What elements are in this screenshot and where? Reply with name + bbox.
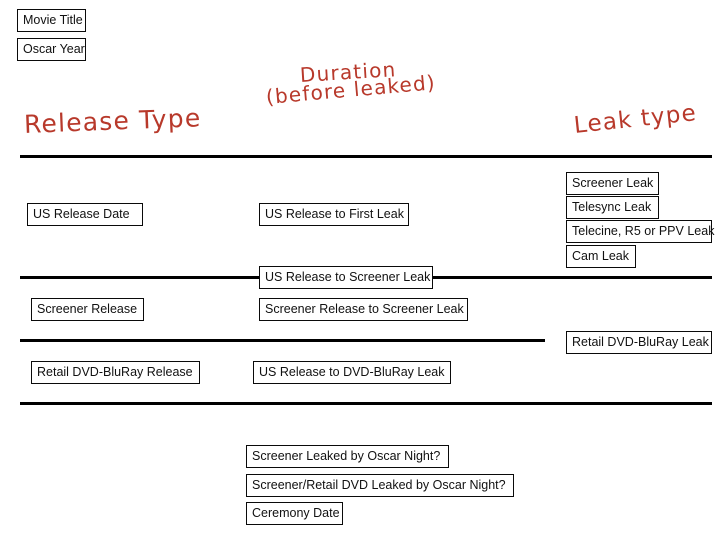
field-us-release-to-screener-leak[interactable]: US Release to Screener Leak [259, 266, 433, 289]
field-ceremony-date[interactable]: Ceremony Date [246, 502, 343, 525]
field-retail-dvd-bluray-release[interactable]: Retail DVD-BluRay Release [31, 361, 200, 384]
field-telecine-r5-ppv-leak[interactable]: Telecine, R5 or PPV Leak [566, 220, 714, 243]
field-retail-dvd-bluray-leak[interactable]: Retail DVD-BluRay Leak [566, 331, 712, 354]
divider-1 [20, 155, 712, 158]
field-screener-leaked-by-oscar-night[interactable]: Screener Leaked by Oscar Night? [246, 445, 449, 468]
field-oscar-year[interactable]: Oscar Year [17, 38, 86, 61]
field-us-release-to-first-leak[interactable]: US Release to First Leak [259, 203, 409, 226]
field-screener-leak[interactable]: Screener Leak [566, 172, 659, 195]
annotation-release-type: Release Type [23, 103, 202, 139]
field-cam-leak[interactable]: Cam Leak [566, 245, 636, 268]
field-us-release-to-dvd-bluray-leak[interactable]: US Release to DVD-BluRay Leak [253, 361, 451, 384]
annotation-leak-type: Leak type [572, 100, 699, 139]
field-telesync-leak[interactable]: Telesync Leak [566, 196, 659, 219]
field-screener-retail-dvd-leaked-by-oscar-night[interactable]: Screener/Retail DVD Leaked by Oscar Nigh… [246, 474, 514, 497]
field-us-release-date[interactable]: US Release Date [27, 203, 143, 226]
field-movie-title[interactable]: Movie Title [17, 9, 86, 32]
divider-4 [20, 402, 712, 405]
divider-3 [20, 339, 545, 342]
field-screener-release-to-screener-leak[interactable]: Screener Release to Screener Leak [259, 298, 468, 321]
field-screener-release[interactable]: Screener Release [31, 298, 144, 321]
